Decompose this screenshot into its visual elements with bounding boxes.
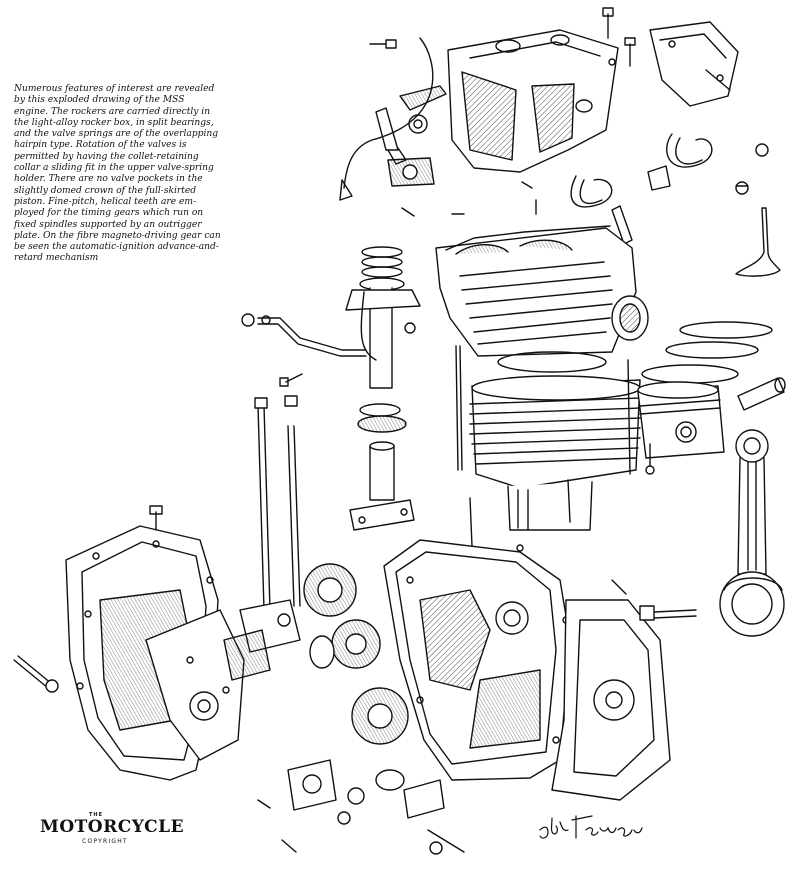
rocker-bearing — [387, 157, 435, 187]
cylinder-head — [435, 225, 649, 357]
caption-line: retard mechanism — [14, 253, 99, 264]
timing-gears — [303, 563, 409, 825]
cam-followers — [223, 599, 301, 681]
crankcase — [383, 539, 571, 781]
magneto-sprocket — [257, 759, 445, 853]
caption-line: fixed spindles supported by an outrigger — [14, 219, 202, 230]
oil-feed-pipe — [241, 313, 416, 387]
gudgeon-pin — [737, 377, 785, 411]
cylinder-studs — [455, 345, 631, 547]
tappet-guide — [349, 403, 415, 531]
caption-line: holder. There are no valve pockets in th… — [14, 174, 203, 185]
valve-guides — [345, 246, 421, 389]
caption-line: collar a sliding fit in the upper valve-… — [14, 163, 214, 174]
valve-collars — [647, 143, 769, 195]
motorcycle-masthead-logo: THE MOTORCYCLE COPYRIGHT — [40, 812, 185, 845]
masthead-copyright: COPYRIGHT — [82, 838, 128, 845]
caption-line: by this exploded drawing of the MSS — [14, 95, 185, 106]
caption-line: ployed for the timing gears which run on — [14, 208, 204, 219]
spindle-bolt — [13, 655, 59, 693]
piston — [637, 381, 725, 459]
caption-line: slightly domed crown of the full-skirted — [14, 185, 197, 196]
caption-line: Numerous features of interest are reveal… — [14, 84, 215, 94]
rocker-box — [447, 29, 619, 173]
connecting-rod — [719, 429, 785, 637]
caption-line: the light-alloy rocker box, in split bea… — [14, 117, 214, 128]
masthead-title: MOTORCYCLE — [40, 817, 185, 837]
artist-signature — [539, 815, 643, 839]
cylinder-barrel — [469, 375, 641, 531]
caption-line: and the valve springs are of the overlap… — [14, 129, 219, 140]
caption-line: permitted by having the collet-retaining — [14, 151, 199, 162]
caption-line: be seen the automatic-ignition advance-a… — [14, 242, 219, 253]
oil-pipe — [343, 37, 434, 189]
caption-line: plate. On the fibre magneto-driving gear… — [14, 230, 221, 241]
piston-rings — [641, 321, 773, 384]
rocker-arms — [375, 85, 447, 165]
hairpin-springs — [570, 133, 713, 208]
caption-line: piston. Fine-pitch, helical teeth are em… — [14, 196, 197, 207]
crankcase-half-drive-side — [551, 599, 671, 801]
caption: Numerous features of interest are reveal… — [14, 84, 272, 265]
rocker-cover — [649, 21, 739, 107]
push-rods — [254, 395, 301, 611]
masthead-the: THE — [88, 812, 103, 818]
outrigger-plate — [145, 609, 245, 761]
top-bolts — [369, 7, 636, 217]
breather-valve — [427, 579, 697, 855]
head-gasket — [497, 351, 607, 373]
valve — [735, 207, 781, 277]
caption-line: engine. The rockers are carried directly… — [14, 106, 211, 117]
caption-line: hairpin type. Rotation of the valves is — [14, 140, 187, 151]
